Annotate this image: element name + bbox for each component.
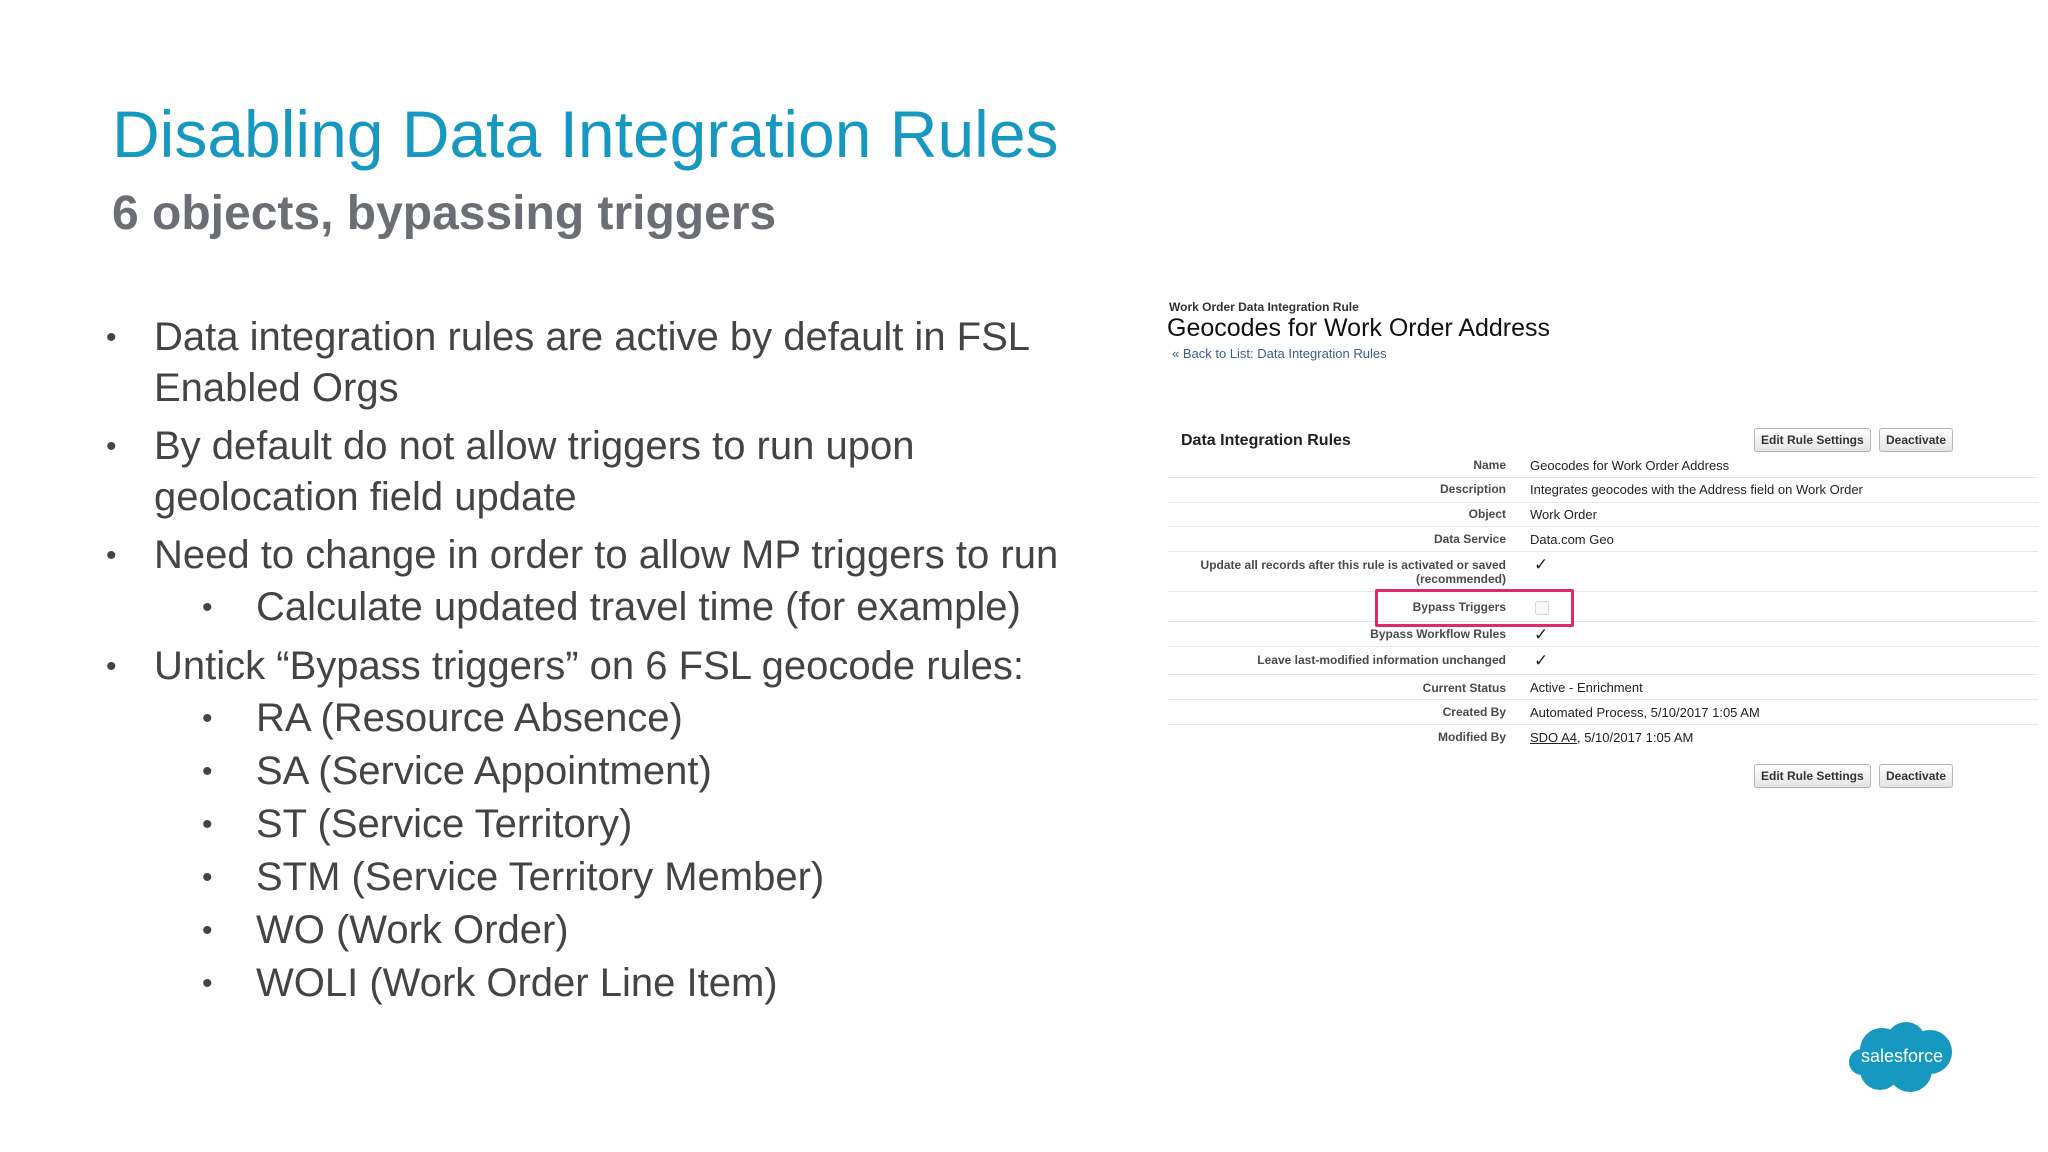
sub-bullet-item: • SA (Service Appointment) — [100, 745, 1060, 798]
sub-bullet-list: • RA (Resource Absence) • SA (Service Ap… — [154, 692, 1060, 1010]
field-row-leave-last-modified: Leave last-modified information unchange… — [1168, 646, 2038, 675]
sub-bullet-text: STM (Service Territory Member) — [256, 855, 825, 899]
field-label: Data Service — [1433, 532, 1506, 546]
bullet-text: Data integration rules are active by def… — [154, 315, 1029, 410]
modified-date: , 5/10/2017 1:05 AM — [1576, 730, 1694, 745]
field-row-object: Object Work Order — [1168, 502, 2038, 527]
sub-bullet-text: WO (Work Order) — [256, 908, 569, 952]
sub-bullet-dot: • — [202, 808, 213, 841]
bullet-item: • Data integration rules are active by d… — [100, 312, 1060, 414]
bullet-dot: • — [106, 650, 117, 683]
field-value: Data.com Geo — [1530, 532, 1614, 547]
bullet-text: By default do not allow triggers to run … — [154, 424, 915, 519]
field-label: Description — [1439, 482, 1506, 496]
record-title: Geocodes for Work Order Address — [1167, 314, 1551, 342]
bullet-item: • By default do not allow triggers to ru… — [100, 421, 1060, 523]
sub-bullet-text: WOLI (Work Order Line Item) — [256, 961, 778, 1005]
sub-bullet-item: • STM (Service Territory Member) — [100, 851, 1060, 904]
sub-bullet-list: • Calculate updated travel time (for exa… — [154, 581, 1060, 634]
sub-bullet-text: SA (Service Appointment) — [256, 749, 712, 793]
sub-bullet-text: Calculate updated travel time (for examp… — [256, 585, 1021, 629]
edit-rule-settings-button-bottom[interactable]: Edit Rule Settings — [1754, 764, 1871, 788]
field-label: Name — [1473, 458, 1506, 472]
sub-bullet-text: RA (Resource Absence) — [256, 696, 683, 740]
field-label: Modified By — [1438, 730, 1506, 744]
deactivate-button-bottom[interactable]: Deactivate — [1879, 764, 1954, 788]
field-label: Object — [1468, 507, 1506, 521]
field-label: Created By — [1442, 705, 1506, 719]
bypass-triggers-highlight-box — [1375, 589, 1574, 627]
field-label: Leave last-modified information unchange… — [1257, 653, 1506, 667]
sub-bullet-item: • ST (Service Territory) — [100, 798, 1060, 851]
slide-subtitle: 6 objects, bypassing triggers — [112, 187, 777, 240]
checkmark-icon: ✓ — [1534, 651, 1549, 670]
field-value: Automated Process, 5/10/2017 1:05 AM — [1530, 705, 1760, 720]
bullet-dot: • — [106, 321, 117, 354]
sub-bullet-item: • RA (Resource Absence) — [100, 692, 1060, 745]
field-row-modified-by: Modified By SDO A4, 5/10/2017 1:05 AM — [1168, 724, 2038, 748]
field-row-data-service: Data Service Data.com Geo — [1168, 526, 2038, 552]
sub-bullet-item: • WO (Work Order) — [100, 904, 1060, 957]
field-value: Integrates geocodes with the Address fie… — [1530, 482, 1863, 497]
salesforce-cloud-icon — [1849, 1022, 1952, 1092]
sub-bullet-dot: • — [202, 755, 213, 788]
unchecked-checkbox-icon — [1535, 601, 1549, 615]
checkmark-icon: ✓ — [1534, 625, 1549, 644]
field-row-current-status: Current Status Active - Enrichment — [1168, 674, 2038, 700]
field-value: Work Order — [1530, 507, 1597, 522]
sub-bullet-item: • WOLI (Work Order Line Item) — [100, 957, 1060, 1010]
sub-bullet-dot: • — [202, 967, 213, 1000]
field-value: Geocodes for Work Order Address — [1530, 458, 1730, 473]
logo-text: salesforce — [1860, 1046, 1944, 1066]
bullet-text: Need to change in order to allow MP trig… — [154, 533, 1059, 577]
sub-bullet-dot: • — [202, 861, 213, 894]
slide-title: Disabling Data Integration Rules — [112, 97, 1059, 171]
checkmark-icon: ✓ — [1534, 555, 1549, 574]
embedded-screenshot: Work Order Data Integration Rule Geocode… — [1160, 296, 2048, 800]
section-title: Data Integration Rules — [1181, 432, 1351, 449]
sub-bullet-dot: • — [202, 591, 213, 624]
bullet-text: Untick “Bypass triggers” on 6 FSL geocod… — [154, 644, 1025, 688]
field-label: Update all records after this rule is ac… — [1200, 558, 1506, 586]
field-value: Active - Enrichment — [1530, 680, 1643, 695]
salesforce-logo: salesforce — [1848, 1020, 1958, 1096]
sub-bullet-dot: • — [202, 702, 213, 735]
edit-rule-settings-button[interactable]: Edit Rule Settings — [1754, 428, 1871, 452]
field-label: Bypass Workflow Rules — [1370, 627, 1506, 641]
bullet-dot: • — [106, 430, 117, 463]
deactivate-button[interactable]: Deactivate — [1879, 428, 1954, 452]
field-row-description: Description Integrates geocodes with the… — [1168, 477, 2038, 503]
sub-bullet-item: • Calculate updated travel time (for exa… — [100, 581, 1060, 634]
back-to-list-link[interactable]: « Back to List: Data Integration Rules — [1172, 346, 1387, 361]
sub-bullet-text: ST (Service Territory) — [256, 802, 633, 846]
field-label: Current Status — [1422, 681, 1506, 695]
field-row-name: Name Geocodes for Work Order Address — [1168, 452, 2038, 478]
field-row-bypass-workflow: Bypass Workflow Rules ✓ — [1168, 621, 2038, 647]
record-type-label: Work Order Data Integration Rule — [1169, 300, 1359, 314]
field-row-update-all: Update all records after this rule is ac… — [1168, 551, 2038, 592]
bullet-dot: • — [106, 539, 117, 572]
field-row-bypass-triggers: Bypass Triggers — [1168, 591, 2038, 622]
bullet-item: • Untick “Bypass triggers” on 6 FSL geoc… — [100, 641, 1060, 1010]
field-row-created-by: Created By Automated Process, 5/10/2017 … — [1168, 699, 2038, 725]
field-value: SDO A4, 5/10/2017 1:05 AM — [1530, 730, 1693, 745]
bullet-item: • Need to change in order to allow MP tr… — [100, 530, 1060, 634]
bullet-list: • Data integration rules are active by d… — [100, 312, 1060, 1017]
sub-bullet-dot: • — [202, 914, 213, 947]
user-link[interactable]: SDO A4 — [1530, 730, 1577, 745]
field-label: Bypass Triggers — [1412, 600, 1506, 614]
